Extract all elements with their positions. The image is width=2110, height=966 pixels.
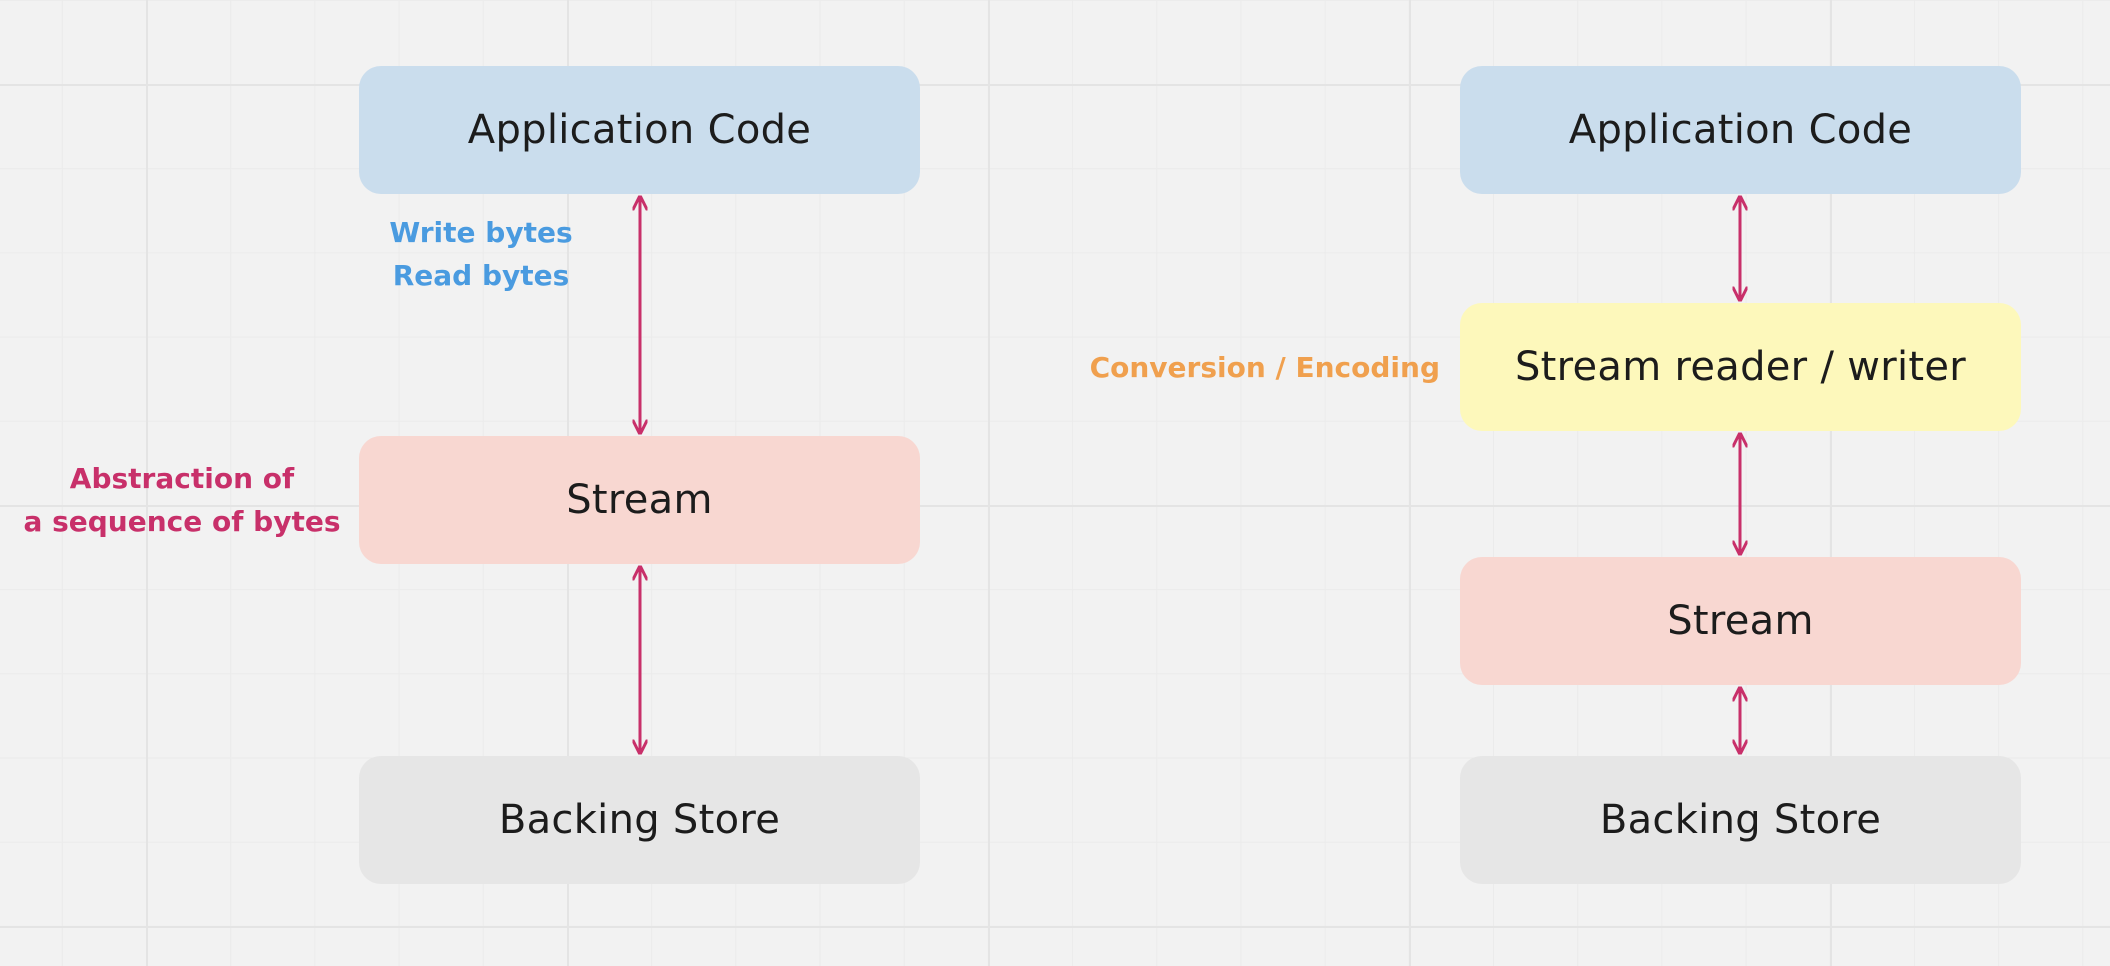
abstraction-line-1: Abstraction of xyxy=(69,462,295,495)
left-stream-box[interactable]: Stream xyxy=(359,436,920,564)
conversion-encoding-note: Conversion / Encoding xyxy=(1089,351,1440,384)
io-bytes-label: Write bytes Read bytes xyxy=(371,211,591,297)
abstraction-line-2: a sequence of bytes xyxy=(23,505,341,538)
read-bytes-text: Read bytes xyxy=(392,259,570,292)
stream-reader-writer-box[interactable]: Stream reader / writer xyxy=(1460,303,2021,431)
right-stream-box[interactable]: Stream xyxy=(1460,557,2021,685)
left-application-code-box[interactable]: Application Code xyxy=(359,66,920,194)
left-backing-store-box[interactable]: Backing Store xyxy=(359,756,920,884)
right-application-code-box[interactable]: Application Code xyxy=(1460,66,2021,194)
write-bytes-text: Write bytes xyxy=(389,216,573,249)
right-backing-store-box[interactable]: Backing Store xyxy=(1460,756,2021,884)
stream-abstraction-note: Abstraction of a sequence of bytes xyxy=(22,457,342,543)
